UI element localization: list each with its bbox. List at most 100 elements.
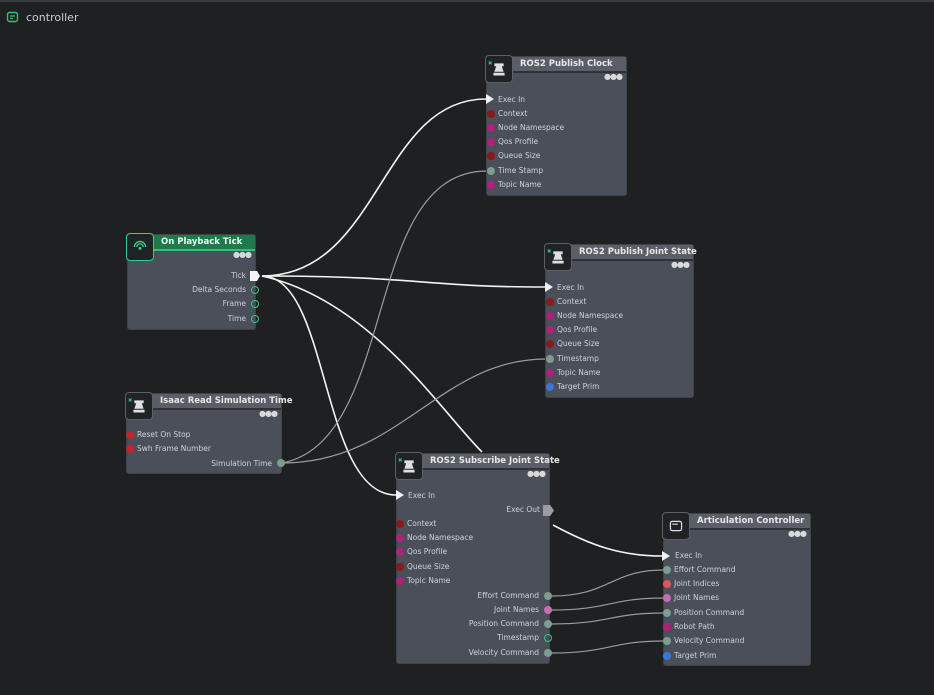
qos-profile-pin[interactable] [396,548,404,556]
node-on-playback-tick[interactable]: On Playback Tick ●●● [126,233,255,329]
node-title: ROS2 Publish Joint State [546,245,697,259]
tick-exec-out-pin[interactable] [250,271,260,281]
pin-label: Time [227,314,246,323]
exec-in-pin[interactable] [662,551,670,561]
wire-execout-to-articulation [552,524,663,557]
pin-label: Context [407,519,437,528]
node-title: Isaac Read Simulation Time [127,394,293,408]
node-ros2-publish-joint-state[interactable]: ROS2 Publish Joint State ●●● [544,243,697,397]
swh-frame-number-pin[interactable] [126,445,134,453]
graph-icon [6,11,19,23]
velocity-command-out-pin[interactable] [544,649,552,657]
node-isaac-read-simulation-time[interactable]: Isaac Read Simulation Time ●●● [125,392,293,473]
wire-velocity [550,640,665,654]
node-namespace-pin[interactable] [487,124,495,132]
articulation-icon [662,512,690,540]
exec-in-pin[interactable] [396,490,404,500]
pin-label: Topic Name [557,368,601,377]
frame-pin[interactable] [251,300,259,308]
joint-indices-pin[interactable] [663,580,671,588]
wire-position [550,612,665,625]
joint-names-pin[interactable] [663,594,671,602]
context-pin[interactable] [487,110,495,118]
node-menu-icon[interactable]: ●●● [604,72,623,81]
node-articulation-controller[interactable]: Articulation Controller ●●● [662,512,810,665]
pin-label: Effort Command [477,591,539,600]
topic-name-pin[interactable] [487,181,495,189]
pin-label: Node Namespace [498,123,565,132]
node-namespace-pin[interactable] [546,312,554,320]
target-prim-pin[interactable] [546,383,554,391]
node-menu-icon[interactable]: ●●● [671,260,690,269]
robot-path-pin[interactable] [663,623,671,631]
timestamp-out-pin[interactable] [544,634,552,642]
pin-label: Joint Names [494,605,539,614]
exec-in-pin[interactable] [545,282,553,292]
node-menu-icon[interactable]: ●●● [527,469,546,478]
pin-label: Timestamp [557,354,599,363]
pin-label: Exec In [557,283,585,292]
ros-icon [395,452,423,480]
pin-label: Qos Profile [407,547,448,556]
node-menu-icon[interactable]: ●●● [233,250,252,259]
queue-size-pin[interactable] [396,563,404,571]
pin-label: Delta Seconds [192,285,246,294]
target-prim-pin[interactable] [663,652,671,660]
simulation-time-pin[interactable] [277,459,285,467]
pin-label: Exec Out [506,505,540,514]
reset-on-stop-pin[interactable] [126,431,134,439]
pin-label: Simulation Time [211,459,272,468]
pin-label: Joint Names [674,593,719,602]
qos-profile-pin[interactable] [546,326,554,334]
pin-label: Exec In [498,95,526,104]
graph-title: controller [26,10,79,24]
pin-label: Context [557,297,587,306]
time-pin[interactable] [251,315,259,323]
exec-out-pin[interactable] [543,505,554,516]
pin-label: Position Command [468,619,539,628]
position-command-pin[interactable] [663,609,671,617]
pin-label: Topic Name [498,180,542,189]
wire-simtime-to-joint-state [281,358,547,464]
isaac-icon [125,392,153,420]
pin-label: Velocity Command [468,648,539,657]
context-pin[interactable] [546,298,554,306]
exec-in-pin[interactable] [486,94,494,104]
timestamp-pin[interactable] [546,355,554,363]
wire-tick-to-subscribe-top [261,275,483,453]
wire-tick-to-joint-state [261,275,546,288]
pin-label: Velocity Command [674,636,745,645]
node-ros2-subscribe-joint-state[interactable]: ROS2 Subscribe Joint State ●●● [395,452,560,663]
node-namespace-pin[interactable] [396,534,404,542]
pin-label: Frame [222,299,246,308]
delta-seconds-pin[interactable] [251,286,259,294]
timestamp-pin[interactable] [487,167,495,175]
topic-name-pin[interactable] [396,577,404,585]
joint-names-out-pin[interactable] [544,606,552,614]
qos-profile-pin[interactable] [487,138,495,146]
position-command-out-pin[interactable] [544,620,552,628]
pin-label: Queue Size [557,339,600,348]
context-pin[interactable] [396,520,404,528]
pin-label: Tick [231,271,246,280]
wire-simtime-to-clock [281,170,488,464]
node-title: Articulation Controller [664,514,810,528]
pin-label: Queue Size [498,151,541,160]
graph-breadcrumb[interactable]: controller [6,9,78,25]
effort-command-pin[interactable] [663,566,671,574]
queue-size-pin[interactable] [487,152,495,160]
node-menu-icon[interactable]: ●●● [259,409,278,418]
pin-label: Topic Name [407,576,451,585]
pin-label: Target Prim [557,382,600,391]
node-ros2-publish-clock[interactable]: ROS2 Publish Clock ●●● [485,55,626,195]
ros-icon [544,243,572,271]
effort-command-out-pin[interactable] [544,592,552,600]
pin-label: Exec In [675,551,703,560]
pin-label: Effort Command [674,565,736,574]
node-menu-icon[interactable]: ●●● [788,529,807,538]
topic-name-pin[interactable] [546,369,554,377]
pin-label: Context [498,109,528,118]
pin-label: Qos Profile [498,137,539,146]
velocity-command-pin[interactable] [663,637,671,645]
queue-size-pin[interactable] [546,340,554,348]
